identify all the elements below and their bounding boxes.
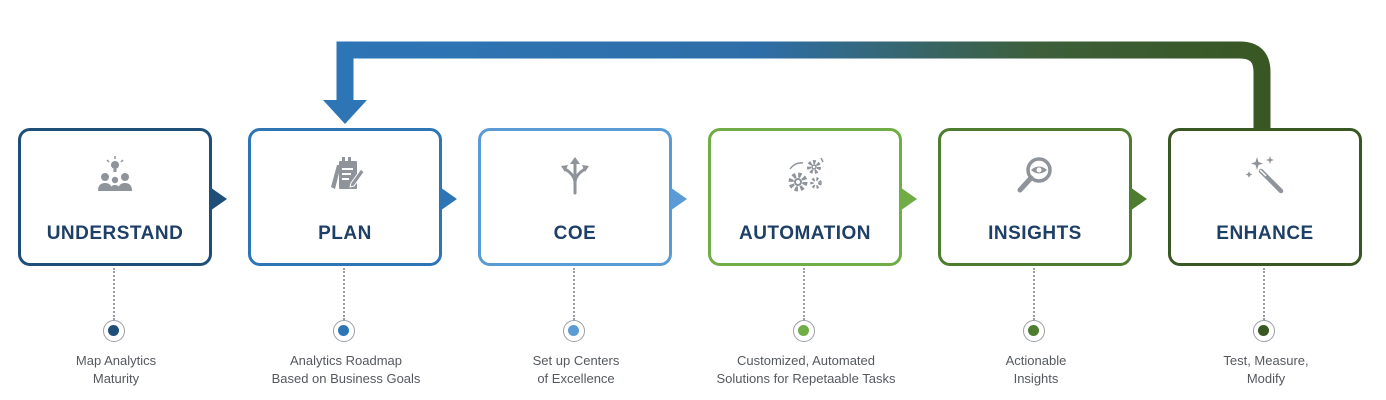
leader-line-1 [113, 268, 115, 320]
stage-coe: COE [478, 128, 672, 266]
team-bulb-icon [21, 153, 209, 197]
marker-insights [1023, 320, 1045, 342]
marker-coe [563, 320, 585, 342]
desc-line: Solutions for Repetaable Tasks [716, 371, 896, 386]
leader-line-6 [1263, 268, 1265, 320]
desc-line: Set up Centers [532, 353, 620, 368]
stage-automation: AUTOMATION [708, 128, 902, 266]
connector-arrow-4 [897, 185, 917, 213]
leader-line-2 [343, 268, 345, 320]
eye-magnifier-icon [941, 153, 1129, 197]
stage-title: COE [553, 223, 597, 244]
desc-line: Insights [1013, 371, 1059, 386]
desc-automation: Customized, Automated Solutions for Repe… [691, 352, 921, 388]
stage-title: INSIGHTS [988, 223, 1082, 244]
connector-arrows [207, 185, 1147, 213]
branching-arrows-icon [481, 153, 669, 197]
desc-line: Actionable [1005, 353, 1067, 368]
desc-line: Analytics Roadmap [290, 353, 402, 368]
marker-automation [793, 320, 815, 342]
desc-plan: Analytics Roadmap Based on Business Goal… [231, 352, 461, 388]
connector-arrow-3 [667, 185, 687, 213]
gears-icon [711, 153, 899, 197]
magic-wand-icon [1171, 153, 1359, 197]
desc-line: Modify [1246, 371, 1286, 386]
desc-coe: Set up Centers of Excellence [461, 352, 691, 388]
leader-line-4 [803, 268, 805, 320]
feedback-loop-arrow [323, 41, 1271, 130]
connector-arrow-1 [207, 185, 227, 213]
desc-line: of Excellence [537, 371, 615, 386]
stage-title: UNDERSTAND [46, 223, 184, 244]
connector-arrow-2 [437, 185, 457, 213]
marker-enhance [1253, 320, 1275, 342]
marker-understand [103, 320, 125, 342]
stage-plan: PLAN [248, 128, 442, 266]
connector-arrow-5 [1127, 185, 1147, 213]
desc-line: Maturity [92, 371, 140, 386]
marker-plan [333, 320, 355, 342]
stage-enhance: ENHANCE [1168, 128, 1362, 266]
desc-enhance: Test, Measure, Modify [1151, 352, 1381, 388]
desc-line: Based on Business Goals [271, 371, 421, 386]
stage-title: ENHANCE [1216, 223, 1314, 244]
leader-line-3 [573, 268, 575, 320]
desc-line: Map Analytics [75, 353, 157, 368]
stage-understand: UNDERSTAND [18, 128, 212, 266]
desc-insights: Actionable Insights [921, 352, 1151, 388]
leader-line-5 [1033, 268, 1035, 320]
plan-notepad-icon [251, 153, 439, 197]
desc-understand: Map Analytics Maturity [1, 352, 231, 388]
stage-title: PLAN [318, 223, 372, 244]
desc-line: Customized, Automated [736, 353, 876, 368]
loop-arrowhead [323, 100, 367, 124]
stage-title: AUTOMATION [738, 223, 871, 244]
stage-insights: INSIGHTS [938, 128, 1132, 266]
desc-line: Test, Measure, [1223, 353, 1309, 368]
